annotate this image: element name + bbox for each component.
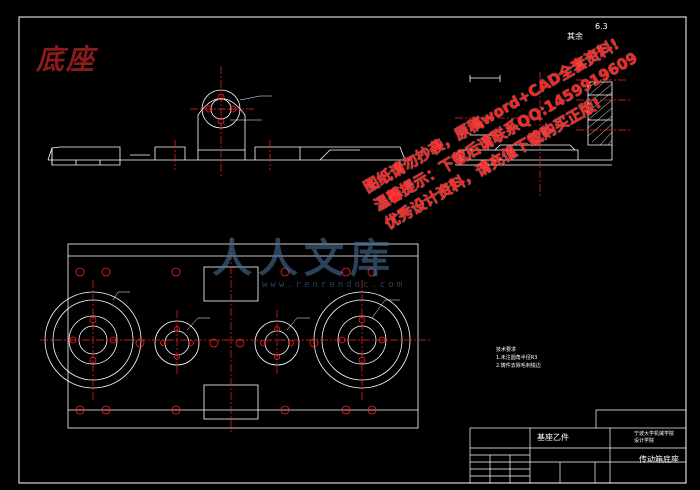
tech-note-2: 2.铸件去除毛刺锐边 xyxy=(496,363,541,369)
side-view-centerlines xyxy=(455,72,630,196)
tech-notes-title: 技术要求 xyxy=(496,347,517,353)
title-block-drawing-title: 传动箱底座 xyxy=(639,455,679,464)
watermark-logo-text: 人人文库 xyxy=(212,236,396,282)
front-view xyxy=(47,89,410,166)
technical-requirements: 技术要求 1.未注圆角半径R3 2.铸件去除毛刺锐边 xyxy=(496,346,541,370)
top-view-holes xyxy=(69,267,386,415)
drawing-heading: 底座 xyxy=(36,43,97,76)
side-view-hatch xyxy=(587,81,613,146)
leaders xyxy=(112,95,400,331)
roughness-value: 6.3 xyxy=(595,22,608,31)
title-block-school: 宁波大学机械学院 设计学院 xyxy=(634,431,674,445)
drawing-border xyxy=(18,16,687,484)
title-block-frame xyxy=(469,409,687,484)
school-line-1: 宁波大学机械学院 xyxy=(634,431,675,437)
tech-note-1: 1.未注圆角半径R3 xyxy=(496,355,538,361)
school-line-2: 设计学院 xyxy=(634,438,655,444)
surface-roughness-note: 其余 6.3 xyxy=(567,22,608,42)
roughness-label: 其余 xyxy=(567,32,583,41)
front-view-centerlines xyxy=(174,66,271,178)
side-view xyxy=(455,75,613,166)
title-block-part-name: 基座乙件 xyxy=(537,433,569,442)
top-view-centerlines xyxy=(40,238,430,432)
watermark-url: www.renrendoc.com xyxy=(262,280,406,290)
